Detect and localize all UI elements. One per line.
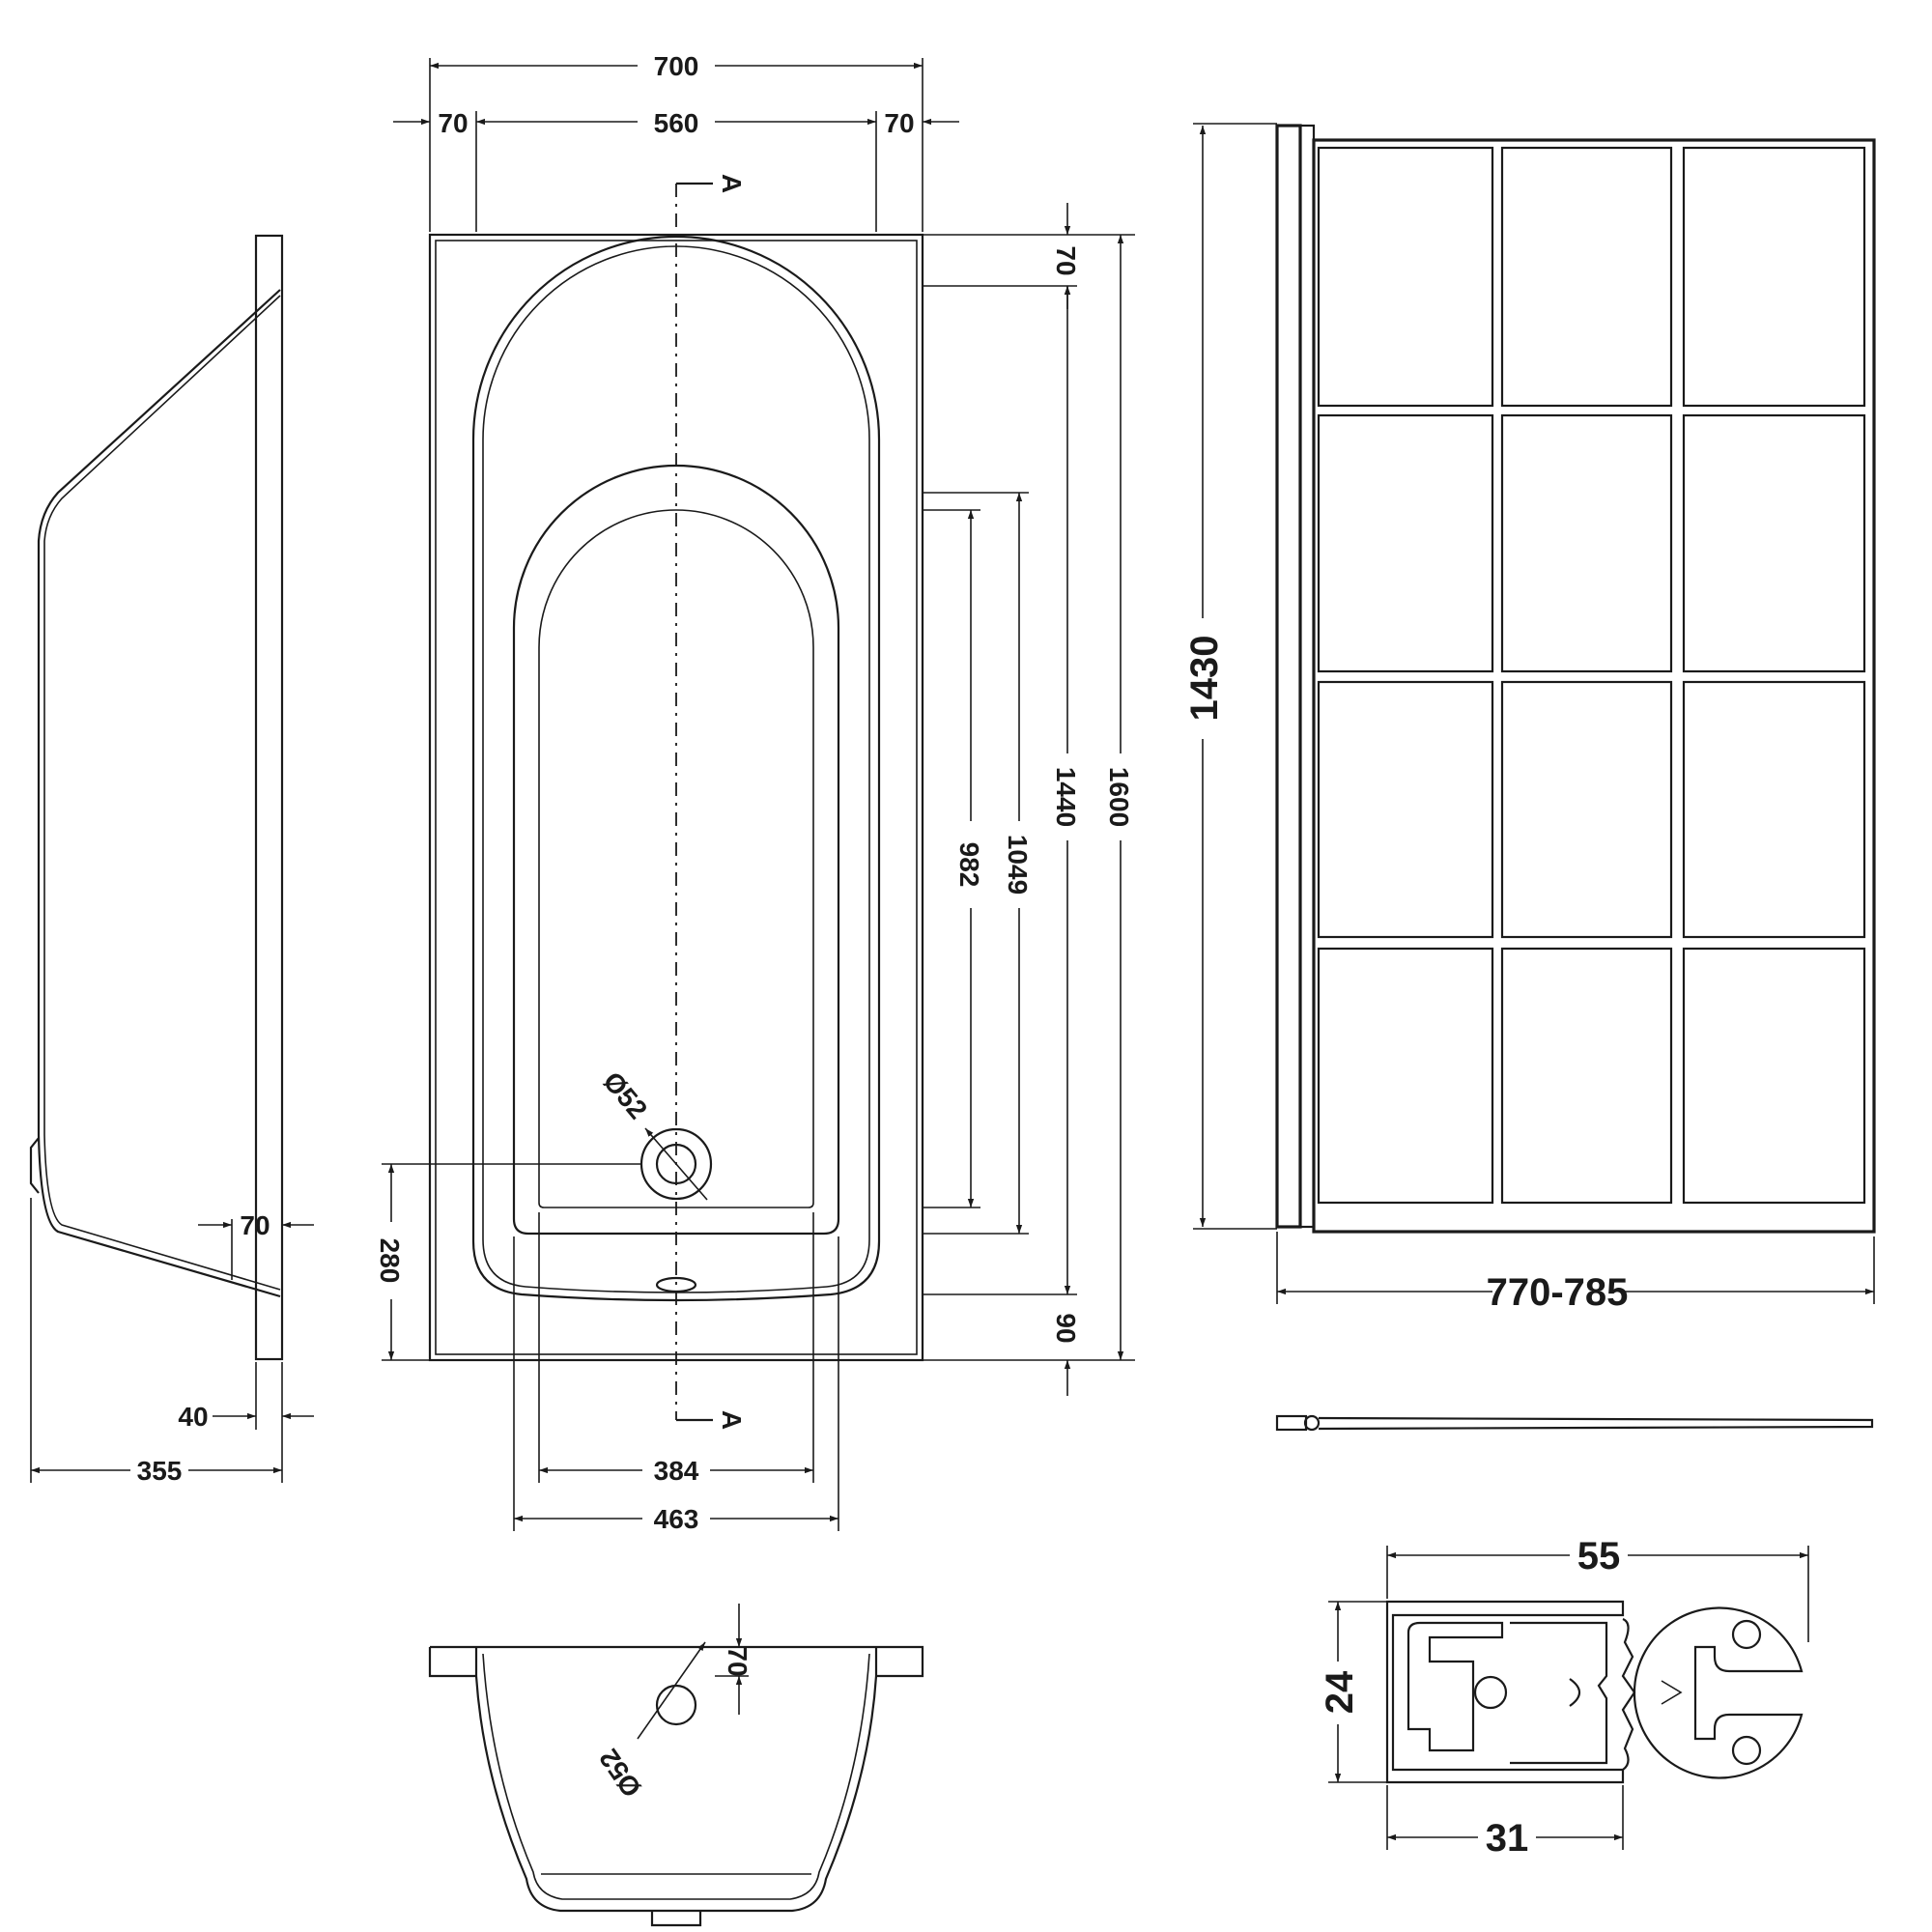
screen-plan-wall-clamp <box>1275 1414 1308 1432</box>
dim-flange-top: 70 <box>1051 245 1081 275</box>
glass-pane <box>1317 146 1494 408</box>
end-section-view <box>428 1645 924 1927</box>
dim-base-length: 1049 <box>1003 835 1033 895</box>
dimension-lines <box>30 58 1875 1850</box>
dimension-labels: 700 70 560 70 70 1440 1600 1049 982 90 2… <box>137 51 1629 1860</box>
profile-pin-bottom <box>1731 1735 1762 1766</box>
dim-end-waste-diameter: Ø52 <box>593 1744 647 1803</box>
glass-pane <box>1500 146 1673 408</box>
profile-pin-top <box>1731 1619 1762 1650</box>
dim-screen-width: 770-785 <box>1487 1271 1629 1314</box>
dim-waste-diameter: Ø52 <box>597 1066 653 1124</box>
dim-flange-bottom: 90 <box>1051 1313 1081 1343</box>
dim-profile-width: 55 <box>1577 1535 1621 1577</box>
glass-pane <box>1682 413 1866 673</box>
end-bowl-inner <box>482 1653 870 1900</box>
dim-base-width: 463 <box>654 1504 699 1534</box>
end-waste-outlet <box>650 1911 702 1927</box>
plan-base-outline <box>512 464 840 1236</box>
screen-hinge-channel <box>1298 124 1316 1229</box>
glass-pane <box>1317 680 1494 939</box>
dim-side-depth: 355 <box>137 1456 183 1486</box>
profile-barrel-notch <box>1661 1680 1683 1705</box>
dim-flange-left: 70 <box>438 108 468 138</box>
plan-bowl-inner <box>482 245 870 1293</box>
dim-overall-width: 700 <box>654 51 699 81</box>
dim-inner-length: 1440 <box>1051 767 1081 827</box>
profile-pin-left <box>1473 1675 1508 1710</box>
side-rim-panel <box>254 234 284 1361</box>
dim-side-step: 70 <box>240 1210 270 1240</box>
dim-profile-base: 31 <box>1486 1817 1529 1860</box>
dim-inner-width: 560 <box>654 108 699 138</box>
dim-flange-right: 70 <box>884 108 914 138</box>
glass-pane <box>1317 413 1494 673</box>
screen-plan-hinge <box>1303 1414 1321 1432</box>
glass-pane <box>1682 680 1866 939</box>
section-mark-top: A <box>717 174 747 193</box>
glass-pane <box>1317 947 1494 1205</box>
hinge-profile-detail <box>1385 1600 1804 1784</box>
section-mark-bottom: A <box>717 1410 747 1430</box>
screen-elevation-view <box>1275 124 1876 1432</box>
side-bath-inner-profile <box>43 295 281 1291</box>
glass-pane <box>1682 146 1866 408</box>
plan-outer-rim-inner <box>435 240 918 1355</box>
end-bowl-outer <box>474 1647 878 1913</box>
plan-floor-outline <box>538 509 814 1208</box>
dim-floor-length: 982 <box>954 842 984 888</box>
profile-gasket <box>1621 1617 1636 1771</box>
dim-profile-depth: 24 <box>1319 1670 1361 1714</box>
profile-hinge-barrel <box>1633 1606 1804 1779</box>
profile-channel-inner-right <box>1510 1621 1608 1765</box>
dim-floor-width: 384 <box>654 1456 699 1486</box>
glass-pane <box>1500 680 1673 939</box>
profile-channel-inner-left <box>1406 1621 1504 1752</box>
glass-pane <box>1500 947 1673 1205</box>
side-bath-profile <box>37 289 281 1298</box>
screen-frame <box>1312 138 1876 1234</box>
dim-side-rim: 40 <box>178 1402 208 1432</box>
screen-plan-glass <box>1318 1416 1874 1431</box>
end-rim <box>428 1645 924 1678</box>
glass-pane <box>1682 947 1866 1205</box>
screen-wall-profile <box>1275 124 1302 1229</box>
glass-pane <box>1500 413 1673 673</box>
profile-clip <box>1569 1678 1581 1707</box>
plan-bowl-outline <box>471 235 881 1302</box>
dim-waste-offset: 280 <box>375 1238 405 1284</box>
profile-channel-outer <box>1385 1600 1625 1784</box>
end-waste-hole <box>655 1684 697 1726</box>
dim-screen-height: 1430 <box>1183 636 1226 722</box>
plan-view <box>428 182 924 1422</box>
side-elevation-view <box>29 234 284 1361</box>
dim-end-rim: 70 <box>723 1646 753 1676</box>
dim-overall-length: 1600 <box>1104 767 1134 827</box>
side-waste-outlet <box>29 1137 40 1194</box>
screen-glass-panes <box>1317 146 1866 1205</box>
